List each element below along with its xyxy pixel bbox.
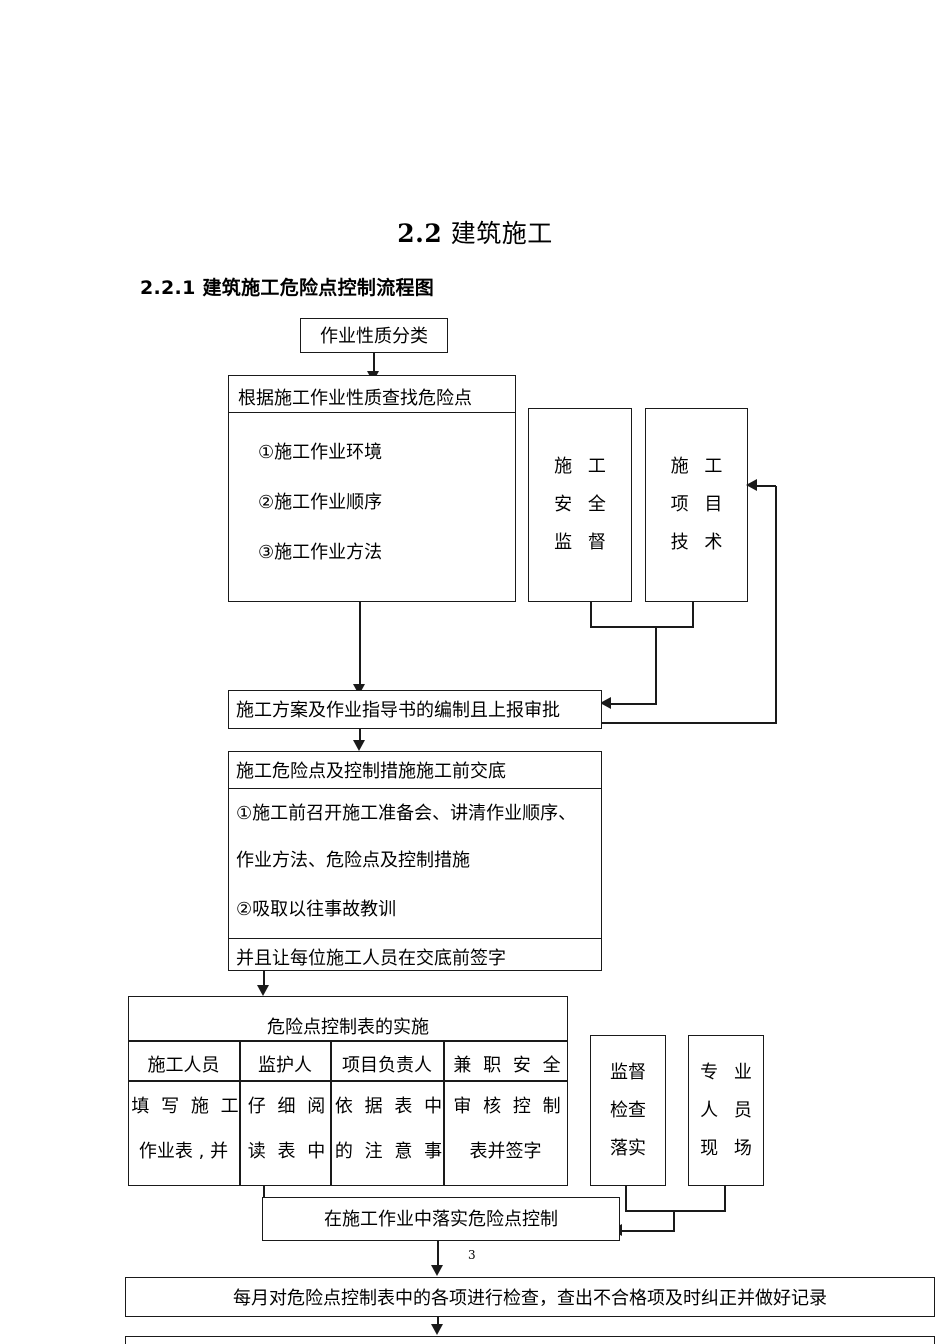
flow-box-plan-label: 施工方案及作业指导书的编制且上报审批 xyxy=(236,700,560,721)
arrow-down-hazard-to-plan xyxy=(353,684,365,695)
section-title-text: 建筑施工 xyxy=(450,219,553,248)
connector-project-down xyxy=(692,602,694,628)
arrow-left-side-to-plan xyxy=(600,697,611,709)
flow-box-monthly-check xyxy=(125,1277,935,1317)
col-safety-line-1: 施 工 xyxy=(554,456,611,477)
connector-side-to-plan-horizontal xyxy=(609,703,657,705)
control-table-cell-3-line-2: 的 注 意 事 xyxy=(334,1141,446,1162)
control-table-title-separator xyxy=(129,1040,567,1042)
control-table-header-1: 施工人员 xyxy=(147,1055,220,1076)
flow-box-next-clipped xyxy=(125,1336,935,1344)
connector-right-merge-down xyxy=(673,1210,675,1232)
flow-box-implement xyxy=(262,1197,620,1241)
control-table-header-3: 项目负责人 xyxy=(342,1055,432,1076)
control-table-vsep-2 xyxy=(330,1040,332,1185)
flow-box-implement-label: 在施工作业中落实危险点控制 xyxy=(324,1209,558,1230)
flow-box-disclosure-line-2: 作业方法、危险点及控制措施 xyxy=(236,850,470,871)
arrow-down-disclosure-to-table xyxy=(257,985,269,996)
connector-plan-feedback-horizontal xyxy=(602,722,777,724)
flow-box-hazard-header: 根据施工作业性质查找危险点 xyxy=(238,388,472,409)
page-number: 3 xyxy=(468,1248,476,1262)
col-professional-line-2: 人 员 xyxy=(700,1099,757,1121)
connector-supervision-down xyxy=(625,1186,627,1212)
flow-box-hazard-item-3: ③施工作业方法 xyxy=(258,542,383,563)
connector-start-to-hazard xyxy=(373,353,375,375)
control-table-cell-1-line-2: 作业表 , 并 xyxy=(138,1141,229,1162)
arrow-down-implement-to-monthly xyxy=(431,1265,443,1276)
control-table-cell-3-line-1: 依 据 表 中 xyxy=(334,1096,446,1117)
control-table-vsep-1 xyxy=(239,1040,241,1185)
col-supervision-line-3: 落实 xyxy=(610,1137,646,1159)
flow-box-disclosure xyxy=(228,751,602,971)
flow-box-hazard-item-2: ②施工作业顺序 xyxy=(258,492,383,513)
column-professional-personnel-onsite: 专 业 人 员 现 场 xyxy=(688,1035,764,1186)
connector-feedback-into-project xyxy=(757,485,776,487)
col-professional-line-1: 专 业 xyxy=(700,1061,757,1083)
col-safety-line-2: 安 全 xyxy=(554,494,611,515)
connector-safety-down xyxy=(590,602,592,628)
control-table-vsep-3 xyxy=(443,1040,445,1185)
connector-side-merge-down xyxy=(655,626,657,705)
connector-implement-to-monthly xyxy=(437,1241,439,1272)
flow-box-hazard xyxy=(228,375,516,602)
disclosure-footer-separator xyxy=(229,938,601,940)
control-table-title: 危险点控制表的实施 xyxy=(267,1017,429,1038)
flow-box-disclosure-footer: 并且让每位施工人员在交底前签字 xyxy=(236,948,506,969)
column-construction-safety-supervision: 施 工 安 全 监 督 xyxy=(528,408,632,602)
flow-box-start xyxy=(300,318,448,353)
col-professional-line-3: 现 场 xyxy=(700,1137,757,1159)
control-table-header-separator xyxy=(129,1080,567,1082)
flow-box-start-label: 作业性质分类 xyxy=(320,326,428,347)
col-supervision-line-1: 监督 xyxy=(610,1061,646,1083)
arrow-left-feedback-into-project xyxy=(746,479,757,491)
control-table xyxy=(128,996,568,1186)
subsection-title: 2.2.1 建筑施工危险点控制流程图 xyxy=(140,277,435,299)
page-title: 2.2 建筑施工 xyxy=(0,214,950,250)
control-table-cell-4-line-1: 审 核 控 制 xyxy=(453,1096,564,1117)
connector-right-merge-horizontal xyxy=(625,1210,725,1212)
col-safety-line-3: 监 督 xyxy=(554,532,611,553)
connector-right-to-implement xyxy=(620,1230,674,1232)
flow-box-disclosure-header: 施工危险点及控制措施施工前交底 xyxy=(236,761,506,782)
control-table-header-4: 兼 职 安 全 xyxy=(453,1055,564,1076)
flow-box-disclosure-line-1: ①施工前召开施工准备会、讲清作业顺序、 xyxy=(236,803,577,824)
flow-box-hazard-item-1: ①施工作业环境 xyxy=(258,442,383,463)
connector-monthly-to-next xyxy=(437,1317,439,1329)
flow-box-disclosure-line-3: ②吸取以往事故教训 xyxy=(236,899,397,920)
connector-disclosure-to-table xyxy=(263,971,265,987)
control-table-cell-1-line-1: 填 写 施 工 xyxy=(131,1096,242,1117)
arrow-down-plan-to-disclosure xyxy=(353,740,365,751)
connector-hazard-to-plan xyxy=(359,602,361,688)
col-project-line-1: 施 工 xyxy=(670,456,728,477)
control-table-cell-2-line-1: 仔 细 阅 xyxy=(247,1096,329,1117)
disclosure-header-separator xyxy=(229,788,601,790)
flow-box-plan xyxy=(228,690,602,729)
connector-plan-feedback-vertical xyxy=(775,486,777,723)
arrow-down-monthly-to-next xyxy=(431,1324,443,1335)
col-project-line-3: 技 术 xyxy=(670,532,728,553)
col-supervision-line-2: 检查 xyxy=(610,1099,646,1121)
hazard-header-separator xyxy=(229,412,515,414)
column-construction-project-technology: 施 工 项 目 技 术 xyxy=(645,408,748,602)
section-number: 2.2 xyxy=(397,219,443,248)
col-project-line-2: 项 目 xyxy=(670,494,728,515)
connector-side-merge-horizontal xyxy=(590,626,694,628)
control-table-cell-4-line-2: 表并签字 xyxy=(469,1141,542,1162)
connector-professional-down xyxy=(724,1186,726,1212)
column-supervision-inspection: 监督 检查 落实 xyxy=(590,1035,666,1186)
control-table-cell-2-line-2: 读 表 中 xyxy=(247,1141,329,1162)
connector-plan-to-disclosure xyxy=(359,729,361,745)
control-table-header-2: 监护人 xyxy=(258,1055,312,1076)
flow-box-monthly-check-label: 每月对危险点控制表中的各项进行检查，查出不合格项及时纠正并做好记录 xyxy=(233,1288,827,1309)
